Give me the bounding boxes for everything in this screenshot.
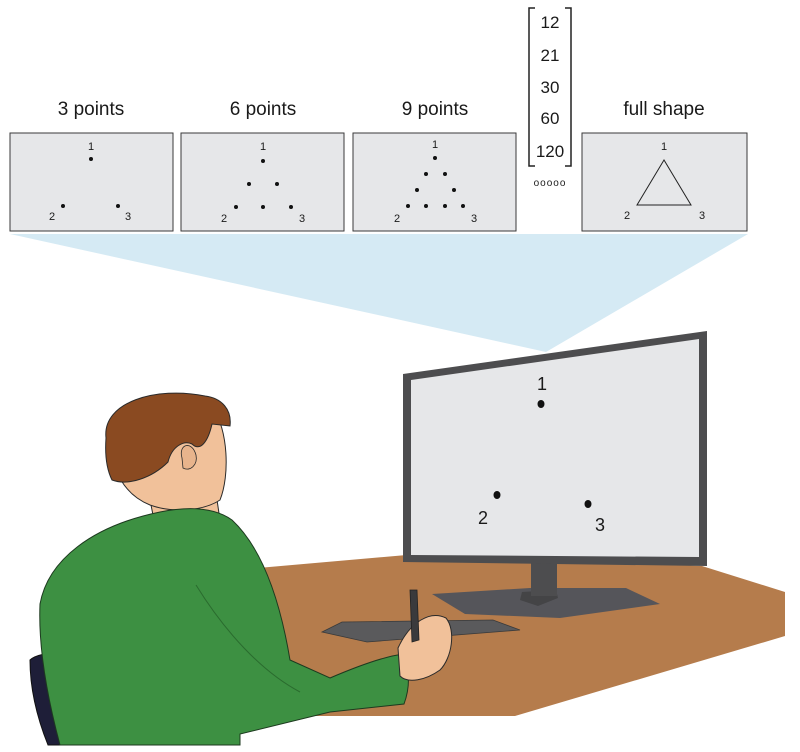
point bbox=[289, 205, 293, 209]
vertex-label: 3 bbox=[299, 213, 305, 225]
point bbox=[461, 204, 465, 208]
caption-6-points: 6 points bbox=[230, 99, 297, 120]
vertex-label: 3 bbox=[699, 210, 705, 222]
monitor: 1 2 3 bbox=[403, 331, 707, 618]
projection-wedge bbox=[10, 234, 748, 352]
point bbox=[116, 204, 120, 208]
point bbox=[261, 159, 265, 163]
point bbox=[261, 205, 265, 209]
panel-full-shape: 1 2 3 bbox=[581, 132, 748, 232]
vertex-label: 3 bbox=[471, 213, 477, 225]
shirt bbox=[39, 508, 409, 746]
panel-9-points: 1 2 3 bbox=[352, 132, 517, 232]
more-counts-bracket: 12 21 30 60 120 ooooo bbox=[528, 7, 572, 189]
count-60: 60 bbox=[541, 109, 560, 128]
point bbox=[433, 156, 437, 160]
monitor-point bbox=[584, 500, 592, 508]
caption-3-points: 3 points bbox=[58, 99, 125, 120]
point bbox=[443, 172, 447, 176]
vertex-label: 1 bbox=[432, 139, 438, 151]
stylus bbox=[409, 589, 420, 643]
point bbox=[443, 204, 447, 208]
point bbox=[61, 204, 65, 208]
vertex-label: 1 bbox=[260, 141, 266, 153]
caption-9-points: 9 points bbox=[402, 99, 469, 120]
person bbox=[39, 392, 453, 746]
monitor-label: 2 bbox=[478, 508, 488, 528]
point bbox=[247, 182, 251, 186]
monitor-point bbox=[493, 491, 501, 499]
point bbox=[275, 182, 279, 186]
point bbox=[234, 205, 238, 209]
monitor-label: 1 bbox=[537, 374, 547, 394]
ellipsis: ooooo bbox=[534, 178, 567, 189]
monitor-screen bbox=[411, 339, 699, 557]
point bbox=[452, 188, 456, 192]
hair bbox=[105, 392, 231, 483]
point bbox=[89, 157, 93, 161]
point bbox=[406, 204, 410, 208]
triangle-shape bbox=[636, 159, 692, 206]
vertex-label: 1 bbox=[88, 141, 94, 153]
vertex-label: 1 bbox=[661, 141, 667, 153]
count-120: 120 bbox=[536, 142, 564, 161]
count-30: 30 bbox=[541, 78, 560, 97]
vertex-label: 2 bbox=[624, 210, 630, 222]
vertex-label: 2 bbox=[49, 211, 55, 223]
panel-6-points: 1 2 3 bbox=[180, 132, 345, 232]
point bbox=[424, 204, 428, 208]
monitor-point bbox=[537, 400, 545, 408]
panel-3-points: 1 2 3 bbox=[9, 132, 174, 232]
count-12: 12 bbox=[541, 13, 560, 32]
point bbox=[415, 188, 419, 192]
point bbox=[424, 172, 428, 176]
vertex-label: 2 bbox=[221, 213, 227, 225]
monitor-label: 3 bbox=[595, 515, 605, 535]
count-21: 21 bbox=[541, 46, 560, 65]
vertex-label: 2 bbox=[394, 213, 400, 225]
caption-full-shape: full shape bbox=[623, 99, 704, 120]
vertex-label: 3 bbox=[125, 211, 131, 223]
